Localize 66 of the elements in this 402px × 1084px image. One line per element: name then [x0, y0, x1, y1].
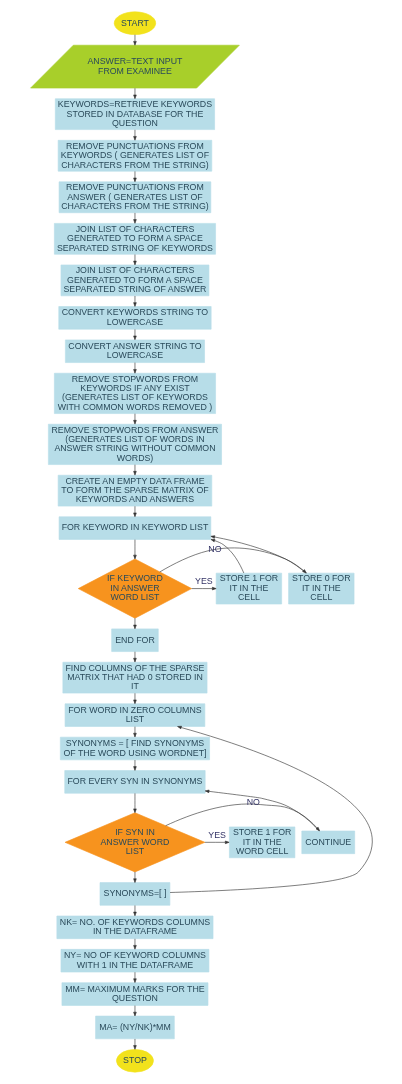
node-box: JOIN LIST OF CHARACTERS GENERATED TO FORM A SPACE SEPARATED STRING OF ANSWER — [60, 264, 209, 297]
arrow — [132, 651, 137, 663]
node-box: NK= NO. OF KEYWORDS COLUMNS IN THE DATAFRAME — [56, 915, 213, 939]
arrow — [132, 905, 137, 917]
arrow — [132, 505, 137, 518]
arrow — [132, 971, 137, 983]
node-box: FOR EVERY SYN IN SYNONYMS — [63, 770, 205, 794]
arrow — [132, 692, 137, 704]
node-box: MA= (NY/NK)*MM — [94, 1015, 175, 1040]
node-box: MM= MAXIMUM MARKS FOR THE QUESTION — [61, 982, 208, 1006]
edge-label: YES — [194, 576, 213, 587]
node-box: END FOR — [110, 628, 159, 652]
arrow — [204, 789, 320, 832]
arrow — [132, 759, 137, 771]
arrow — [204, 840, 229, 844]
edge-label: NO — [207, 543, 222, 554]
node-box: STORE 1 FOR IT IN THE CELL — [215, 572, 282, 605]
node-ellipse: START — [113, 11, 156, 35]
node-box: REMOVE STOPWORDS FROM ANSWER (GENERATES LIST OF WORDS IN ANSWER STRING WITHOUT COMMON WORDS) — [47, 423, 222, 465]
node-diamond: IF KEYWORD IN ANSWER WORD LIST — [77, 558, 192, 619]
node-box: FOR WORD IN ZERO COLUMNS LIST — [64, 703, 205, 727]
arrow — [132, 726, 137, 738]
node-box: CONVERT ANSWER STRING TO LOWERCASE — [64, 339, 205, 363]
arrow — [132, 254, 137, 266]
node-ellipse: STOP — [115, 1049, 154, 1073]
arrow — [132, 362, 137, 374]
node-box: STORE 1 FOR IT IN THE WORD CELL — [228, 826, 295, 859]
node-box: SYNONYMS = [ FIND SYNONYMS OF THE WORD USING WORDNET] — [59, 736, 210, 761]
arrow — [132, 295, 137, 307]
node-box: NY= NO OF KEYWORD COLUMNS WITH 1 IN THE DATAFRAME — [60, 949, 209, 973]
arrow — [132, 329, 137, 341]
edge-label: YES — [207, 830, 226, 841]
arrow — [210, 535, 306, 574]
arrow — [169, 725, 373, 893]
arrow — [132, 938, 137, 950]
arrow — [132, 793, 137, 813]
arrow — [132, 34, 137, 46]
arrow — [132, 617, 137, 630]
node-box: REMOVE PUNCTUATIONS FROM ANSWER ( GENERATES LIST OF CHARACTERS FROM THE STRING) — [58, 181, 211, 214]
arrow — [132, 871, 137, 883]
node-box: REMOVE PUNCTUATIONS FROM KEYWORDS ( GENERATES LIST OF CHARACTERS FROM THE STRING) — [57, 140, 212, 172]
node-box: REMOVE STOPWORDS FROM KEYWORDS IF ANY EXIST (GENERATES LIST OF KEYWORDS WITH COMMON WORDS REMOVED ) — [53, 372, 216, 414]
arrow — [132, 1038, 137, 1050]
arrow — [132, 171, 137, 183]
arrow — [132, 413, 137, 425]
node-box: KEYWORDS=RETRIEVE KEYWORDS STORED IN DATABASE FOR THE QUESTION — [54, 98, 215, 130]
arrow — [132, 464, 137, 476]
node-box: SYNONYMS=[ ] — [99, 882, 170, 906]
edge-label: NO — [246, 797, 260, 808]
node-box: FIND COLUMNS OF THE SPARSE MATRIX THAT HAD 0 STORED IN IT — [62, 661, 207, 694]
arrow — [190, 586, 216, 591]
node-box: STORE 0 FOR IT IN THE CELL — [287, 572, 354, 605]
arrow — [132, 87, 137, 100]
arrow — [210, 539, 244, 574]
node-box: CREATE AN EMPTY DATA FRAME TO FORM THE SPARSE MATRIX OF KEYWORDS AND ANSWERS — [57, 474, 212, 507]
node-box: JOIN LIST OF CHARACTERS GENERATED TO FORM A SPACE SEPARATED STRING OF KEYWORDS — [53, 223, 216, 255]
node-box: CONVERT KEYWORDS STRING TO LOWERCASE — [57, 306, 211, 330]
arrow — [159, 547, 307, 574]
arrow — [132, 1005, 137, 1017]
node-diamond: IF SYN IN ANSWER WORD LIST — [64, 812, 205, 873]
node-box: FOR KEYWORD IN KEYWORD LIST — [58, 516, 211, 540]
arrow — [164, 803, 320, 832]
arrow — [132, 129, 137, 141]
arrow — [132, 539, 137, 560]
node-box: CONTINUE — [301, 830, 355, 854]
arrow — [132, 212, 137, 224]
